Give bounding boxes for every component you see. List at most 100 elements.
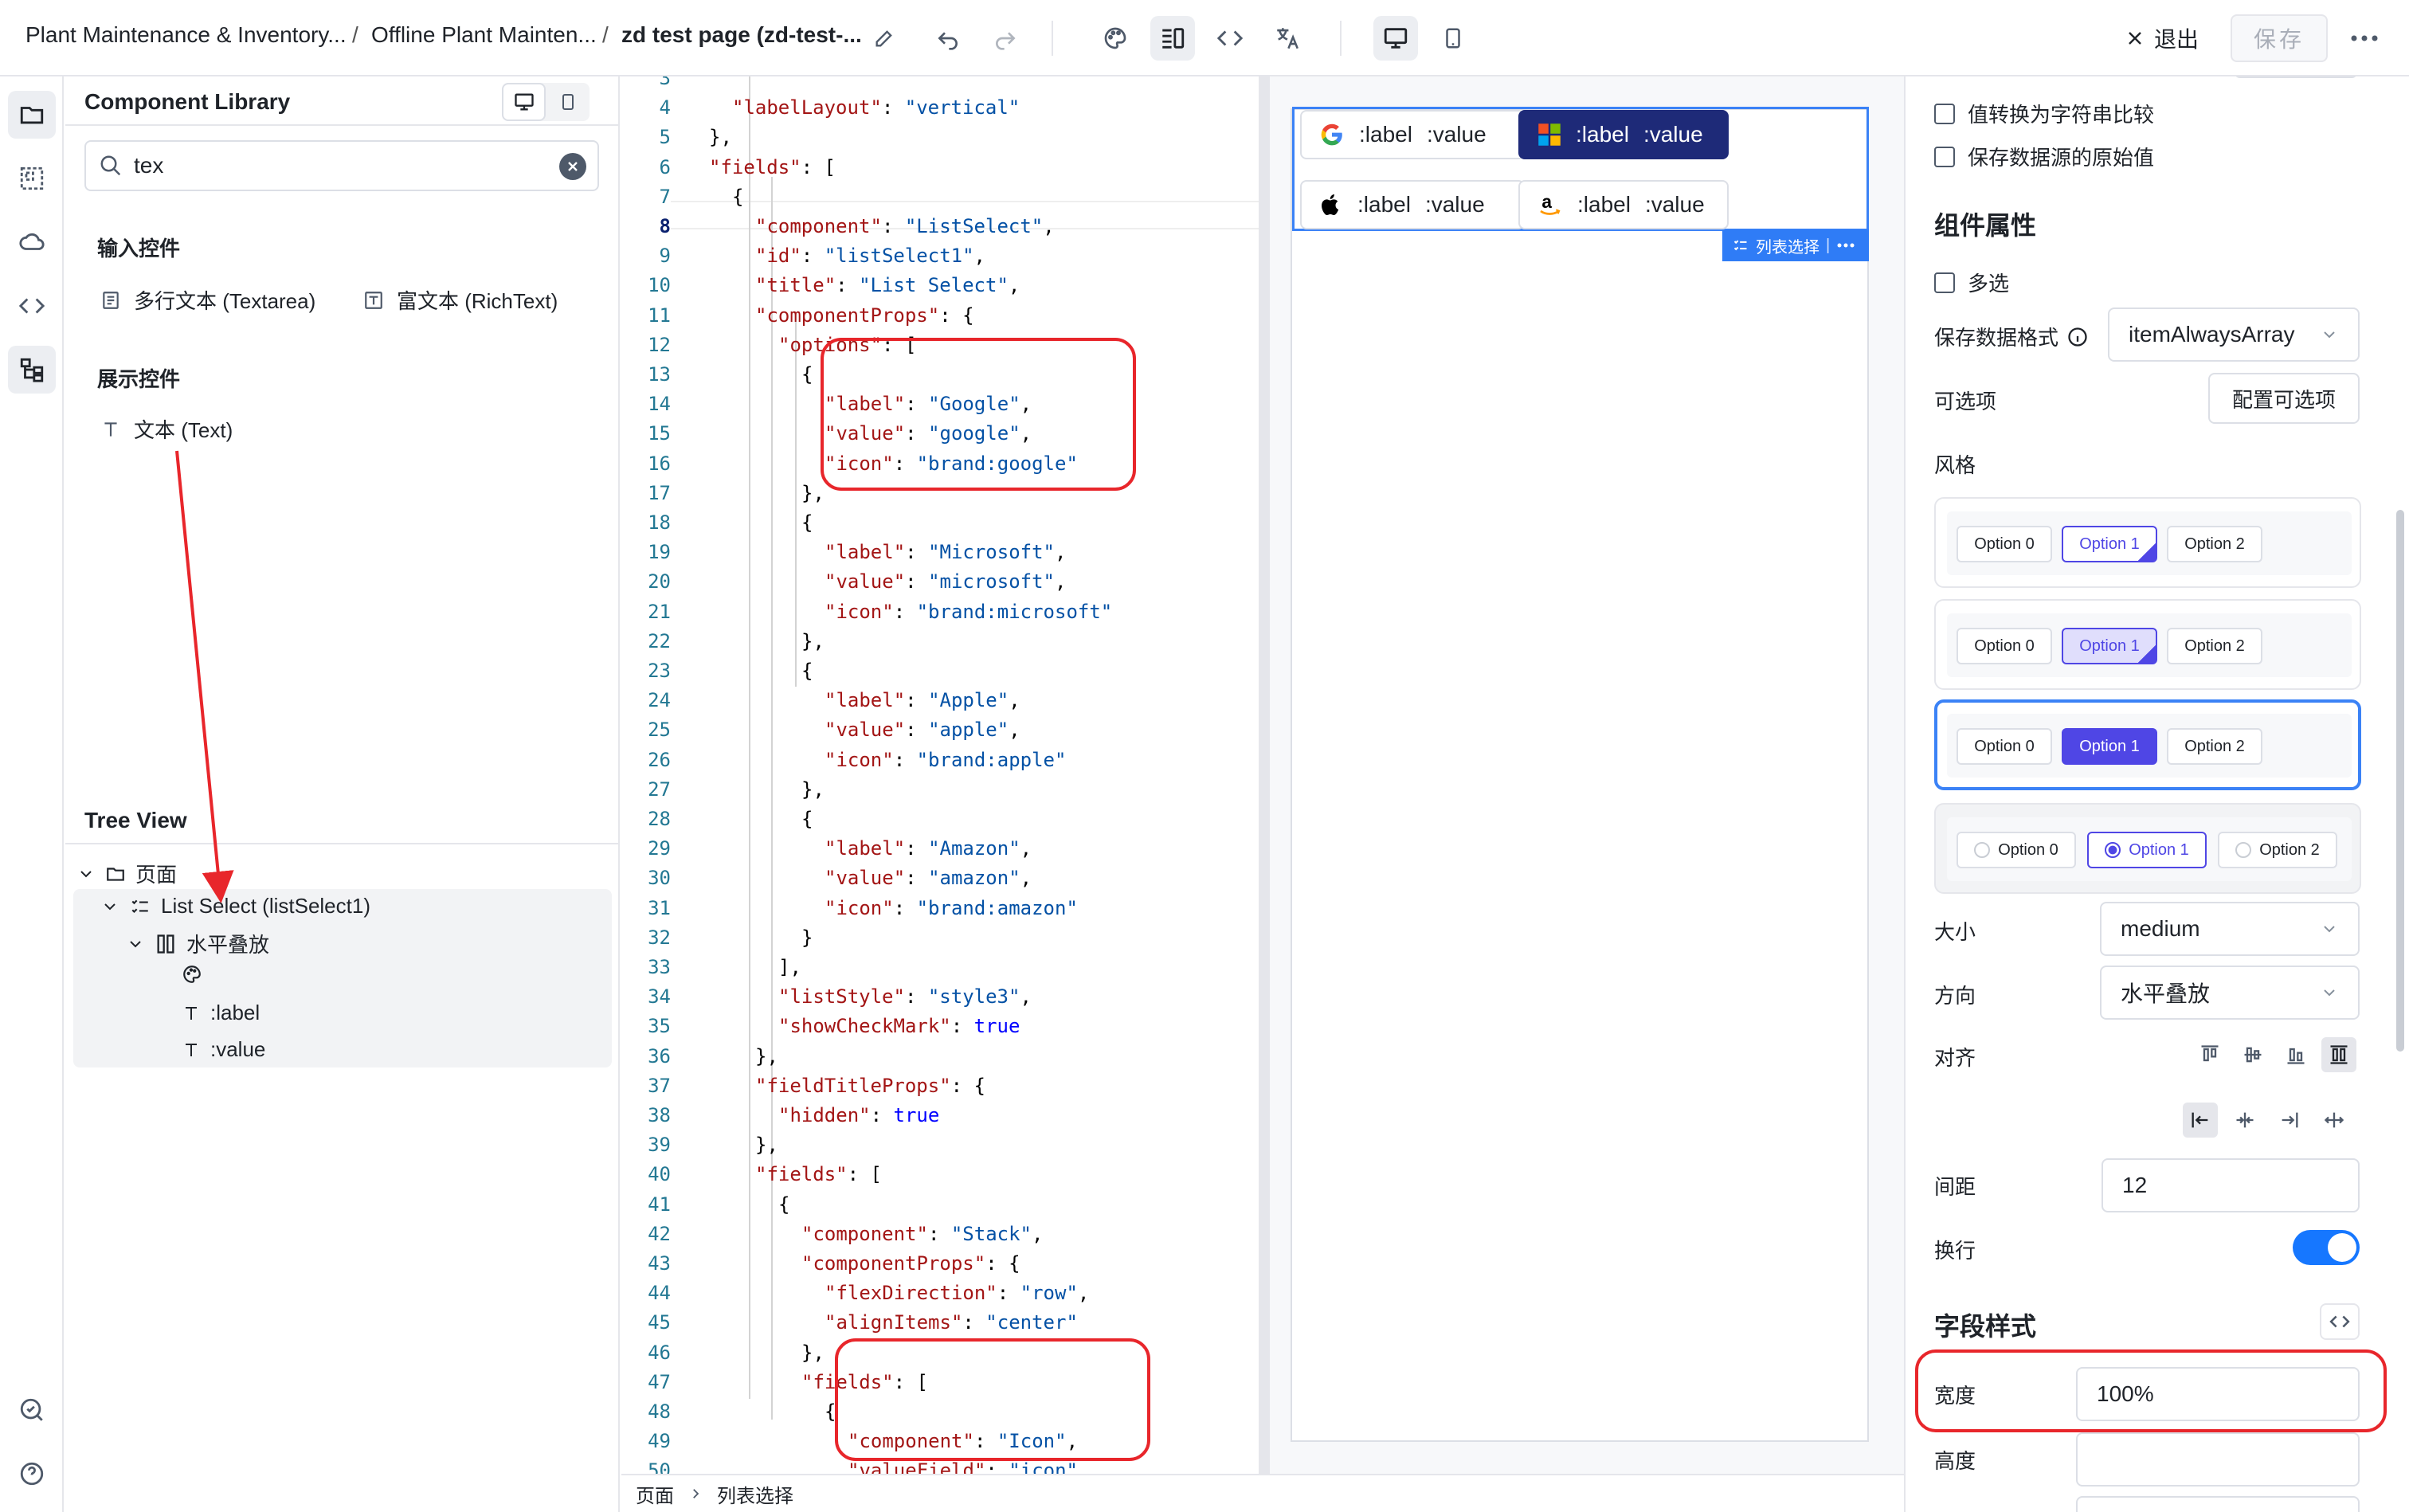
list-option-google[interactable]: :label :value <box>1300 110 1525 159</box>
mobile-icon[interactable] <box>546 83 590 121</box>
library-item-text[interactable]: 文本 (Text) <box>100 414 233 444</box>
help-icon[interactable] <box>8 1450 56 1498</box>
string-compare-checkbox[interactable]: 值转换为字符串比较 <box>1934 99 2154 128</box>
section-component-props: 组件属性 <box>1934 211 2037 240</box>
line-number: 41 <box>648 1193 671 1216</box>
redo-icon[interactable] <box>983 16 1028 61</box>
component-search <box>84 140 599 191</box>
tree-node-label-text[interactable]: :label <box>182 1001 260 1025</box>
mobile-preview-icon[interactable] <box>1431 16 1475 61</box>
inspect-icon[interactable] <box>8 1386 56 1434</box>
breadcrumb-page[interactable]: zd test page (zd-test-... <box>621 22 862 47</box>
size-select[interactable]: medium <box>2100 902 2360 956</box>
exit-button[interactable]: 退出 <box>2125 16 2224 61</box>
wrap-label: 换行 <box>1934 1239 1976 1263</box>
code-line: }, <box>801 481 825 504</box>
exit-label: 退出 <box>2154 27 2199 52</box>
textarea-icon <box>103 291 119 309</box>
desktop-icon[interactable] <box>502 83 546 121</box>
selected-component-outline[interactable] <box>1292 107 1869 231</box>
style-option-4[interactable]: Option 0 Option 1 Option 2 <box>1934 803 2361 894</box>
library-item-textarea[interactable]: 多行文本 (Textarea) <box>100 285 315 315</box>
save-format-select[interactable]: itemAlwaysArray <box>2108 307 2360 362</box>
pane-splitter[interactable] <box>1259 76 1270 1512</box>
extra-input[interactable] <box>2076 1496 2360 1512</box>
code-line: "icon": "brand:microsoft" <box>825 600 1113 623</box>
line-number: 18 <box>648 511 671 534</box>
breadcrumb-page-root[interactable]: 页面 <box>636 1485 674 1507</box>
list-check-icon <box>131 899 148 913</box>
list-option-apple[interactable]: :label :value <box>1300 180 1525 229</box>
code-line: }, <box>755 1044 778 1067</box>
align-bottom-icon[interactable] <box>2278 1037 2313 1072</box>
tree-node-list-select[interactable]: List Select (listSelect1) <box>100 894 370 919</box>
more-icon[interactable] <box>1836 242 1855 249</box>
align-top-icon[interactable] <box>2192 1037 2227 1072</box>
style-label: 风格 <box>1934 453 1976 477</box>
direction-select[interactable]: 水平叠放 <box>2100 966 2360 1020</box>
code-line: "icon": "brand:apple" <box>825 748 1067 771</box>
chevron-down-icon <box>130 940 141 947</box>
edit-pencil-icon[interactable] <box>862 16 907 61</box>
search-input[interactable] <box>134 153 548 178</box>
save-button[interactable]: 保存 <box>2231 14 2328 62</box>
tree-node-stack[interactable]: 水平叠放 <box>126 929 269 958</box>
palette-icon[interactable] <box>1093 16 1138 61</box>
clear-search-icon[interactable] <box>559 153 586 180</box>
breadcrumb-app[interactable]: Plant Maintenance & Inventory... <box>25 22 347 47</box>
component-tree-icon[interactable] <box>8 346 56 394</box>
justify-end-icon[interactable] <box>2272 1103 2307 1138</box>
translate-icon[interactable] <box>1265 16 1310 61</box>
tree-node-page[interactable]: 页面 <box>76 859 177 888</box>
library-item-richtext[interactable]: 富文本 (RichText) <box>363 285 558 315</box>
line-number: 49 <box>648 1430 671 1453</box>
justify-center-icon[interactable] <box>2227 1103 2262 1138</box>
desktop-preview-icon[interactable] <box>1373 16 1418 61</box>
undo-icon[interactable] <box>926 16 970 61</box>
split-view-icon[interactable] <box>1150 16 1195 61</box>
search-icon <box>100 155 121 176</box>
layout-select-icon[interactable] <box>8 155 56 202</box>
style-option-2[interactable]: Option 0 Option 1 Option 2 <box>1934 599 2361 690</box>
more-icon[interactable] <box>2342 16 2387 61</box>
gap-input[interactable]: 12 <box>2102 1158 2360 1212</box>
line-number: 16 <box>648 452 671 475</box>
tree-node-value-text[interactable]: :value <box>182 1037 265 1062</box>
multi-select-checkbox[interactable]: 多选 <box>1934 268 2009 297</box>
cloud-icon[interactable] <box>8 218 56 266</box>
selection-toolbar[interactable]: 列表选择 | <box>1722 229 1869 261</box>
folder-icon[interactable] <box>8 91 56 139</box>
property-panel-scrollbar[interactable] <box>2396 510 2404 1052</box>
justify-start-icon[interactable] <box>2183 1103 2218 1138</box>
justify-between-icon[interactable] <box>2317 1103 2352 1138</box>
height-input[interactable] <box>2076 1432 2360 1487</box>
align-middle-icon[interactable] <box>2235 1037 2270 1072</box>
code-line: "listStyle": "style3", <box>778 985 1032 1009</box>
breadcrumb-module[interactable]: Offline Plant Mainten... <box>371 22 597 47</box>
richtext-icon <box>365 291 382 309</box>
style-option-3[interactable]: Option 0 Option 1 Option 2 <box>1934 699 2361 790</box>
code-icon[interactable] <box>1208 16 1252 61</box>
list-option-microsoft[interactable]: :label :value <box>1518 110 1729 159</box>
wrap-toggle[interactable] <box>2293 1230 2360 1265</box>
line-number: 6 <box>659 155 671 178</box>
library-title: Component Library <box>84 89 291 114</box>
code-icon[interactable] <box>8 282 56 330</box>
breadcrumb-list-select[interactable]: 列表选择 <box>717 1485 793 1507</box>
save-raw-checkbox[interactable]: 保存数据源的原始值 <box>1934 142 2154 171</box>
align-stretch-icon[interactable] <box>2321 1037 2356 1072</box>
width-input[interactable]: 100% <box>2076 1367 2360 1421</box>
folder-icon <box>107 867 124 881</box>
chevron-down-icon <box>104 903 116 910</box>
info-icon[interactable] <box>2066 326 2089 348</box>
tree-node-icon[interactable] <box>182 964 212 985</box>
code-icon[interactable] <box>2320 1303 2360 1340</box>
component-breadcrumb: 页面 列表选择 <box>621 1474 1904 1512</box>
list-option-amazon[interactable]: a :label :value <box>1518 180 1729 229</box>
configure-options-button[interactable]: 配置可选项 <box>2208 373 2360 424</box>
style-option-1[interactable]: Option 0 Option 1 Option 2 <box>1934 497 2361 588</box>
width-label: 宽度 <box>1934 1384 1976 1408</box>
align-label: 对齐 <box>1934 1046 1976 1070</box>
